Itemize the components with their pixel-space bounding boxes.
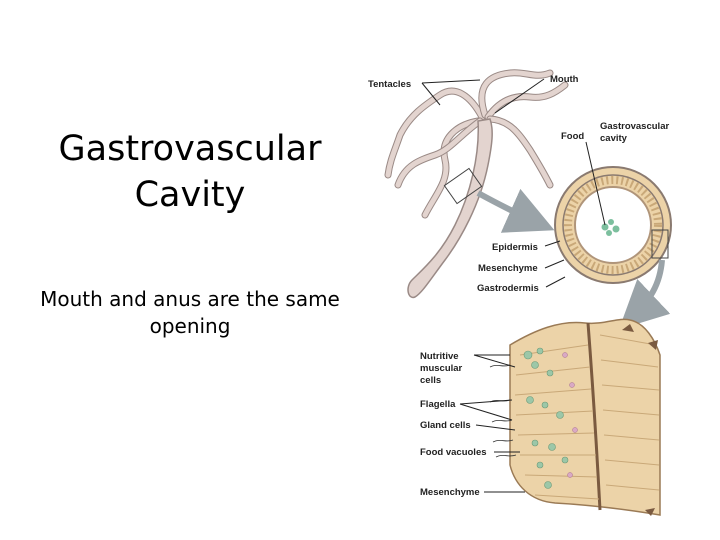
ring-cells [564, 176, 662, 274]
hydra-tentacle [484, 81, 569, 121]
label-gastrodermis: Gastrodermis [477, 283, 539, 294]
slide-body-text: Mouth and anus are the same opening [40, 287, 340, 338]
zoom-arrow-1 [476, 188, 555, 233]
section-marker-2 [651, 229, 669, 259]
hydra-diagram: Tentacles Mouth Gastrovascular cavity Fo… [368, 69, 672, 516]
label-food-vacuoles: Food vacuoles [420, 447, 487, 458]
label-muscular: muscular [420, 363, 463, 374]
section-marker [443, 167, 483, 205]
labels: Tentacles Mouth Gastrovascular cavity Fo… [368, 74, 669, 498]
label-flagella: Flagella [420, 399, 456, 410]
label-tentacles: Tentacles [368, 79, 411, 90]
label-cavity: cavity [600, 133, 628, 144]
zoom-arrow-2 [618, 259, 671, 330]
hydra-illustration [384, 69, 569, 299]
label-gland-cells: Gland cells [420, 420, 471, 431]
label-epidermis: Epidermis [492, 242, 538, 253]
label-nutritive: Nutritive [420, 351, 459, 362]
hydra-stalk [407, 118, 493, 299]
food-particles [601, 219, 620, 236]
slide-title: Gastrovascular Cavity [40, 126, 340, 218]
label-cells: cells [420, 375, 441, 386]
leader-lines [421, 78, 606, 493]
tissue-detail [489, 318, 661, 516]
cross-section [554, 166, 672, 284]
label-mouth: Mouth [550, 74, 579, 85]
label-mesenchyme-bottom: Mesenchyme [420, 487, 480, 498]
hydra-tentacle [486, 115, 554, 189]
label-mesenchyme-top: Mesenchyme [478, 263, 538, 274]
title-line-2: Cavity [134, 175, 246, 215]
label-gastrovascular: Gastrovascular [600, 121, 669, 132]
label-food: Food [561, 131, 584, 142]
title-line-1: Gastrovascular [58, 129, 322, 169]
